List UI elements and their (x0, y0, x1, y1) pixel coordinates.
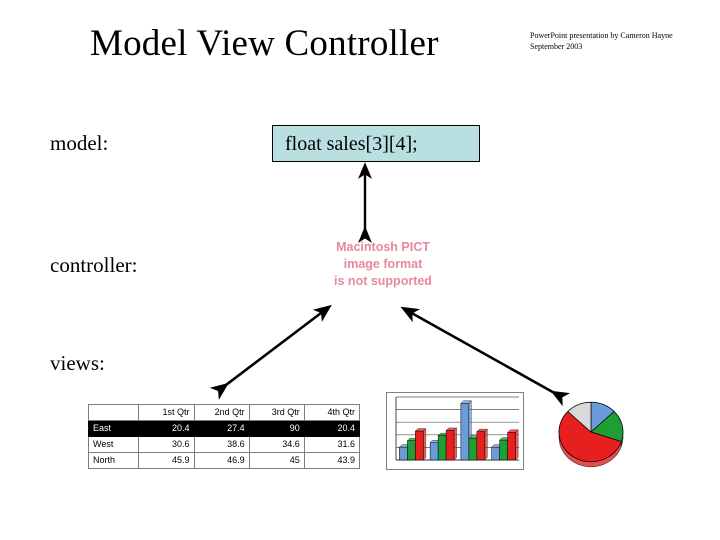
table-header-cell: 4th Qtr (303, 404, 361, 421)
table-cell: 27.4 (193, 420, 250, 437)
table-header-cell: 2nd Qtr (193, 404, 250, 421)
table-cell: 20.4 (138, 420, 195, 437)
table-row-label: East (87, 420, 140, 437)
pict-unsupported-placeholder: Macintosh PICT image format is not suppo… (298, 239, 468, 290)
table-cell: 45.9 (138, 452, 195, 469)
pie-chart-canvas (558, 401, 624, 468)
table-cell: 31.6 (303, 436, 361, 453)
table-row: East 20.4 27.4 90 20.4 (87, 420, 361, 437)
table-header-cell (87, 404, 140, 421)
arrow-controller-to-pie-view (400, 306, 571, 407)
model-code-text: float sales[3][4]; (285, 133, 418, 155)
table-cell: 45 (248, 452, 305, 469)
table-cell: 43.9 (303, 452, 361, 469)
table-row-label: West (87, 436, 140, 453)
pict-placeholder-line-1: Macintosh PICT (336, 240, 430, 254)
credit-line-author: PowerPoint presentation by Cameron Hayne (530, 31, 673, 40)
pict-placeholder-line-2: image format (343, 257, 423, 271)
model-code-box: float sales[3][4]; (272, 125, 480, 162)
credit-line-date: September 2003 (530, 41, 583, 51)
table-header-cell: 1st Qtr (138, 404, 195, 421)
table-row: North 45.9 46.9 45 43.9 (87, 452, 361, 469)
table-cell: 34.6 (248, 436, 305, 453)
table-header-cell: 3rd Qtr (248, 404, 305, 421)
table-cell: 38.6 (193, 436, 250, 453)
table-view: 1st Qtr 2nd Qtr 3rd Qtr 4th Qtr East 20.… (87, 404, 361, 469)
bar-chart-canvas (395, 396, 519, 461)
label-controller: controller: (50, 253, 138, 277)
arrow-controller-to-table-view (209, 304, 332, 400)
table-cell: 90 (248, 420, 305, 437)
table-cell: 20.4 (303, 420, 361, 437)
table-header-row: 1st Qtr 2nd Qtr 3rd Qtr 4th Qtr (87, 404, 361, 421)
pie-chart-view (552, 398, 630, 470)
label-model: model: (50, 131, 109, 155)
table-row-label: North (87, 452, 140, 469)
table-cell: 30.6 (138, 436, 195, 453)
page-title: Model View Controller (90, 23, 439, 64)
table-row: West 30.6 38.6 34.6 31.6 (87, 436, 361, 453)
table-cell: 46.9 (193, 452, 250, 469)
presentation-credit: PowerPoint presentation by Cameron Hayne… (530, 31, 710, 52)
arrow-model-to-controller (358, 162, 372, 243)
bar-chart-view (386, 392, 524, 470)
pict-placeholder-line-3: is not supported (334, 274, 432, 288)
label-views: views: (50, 351, 105, 375)
